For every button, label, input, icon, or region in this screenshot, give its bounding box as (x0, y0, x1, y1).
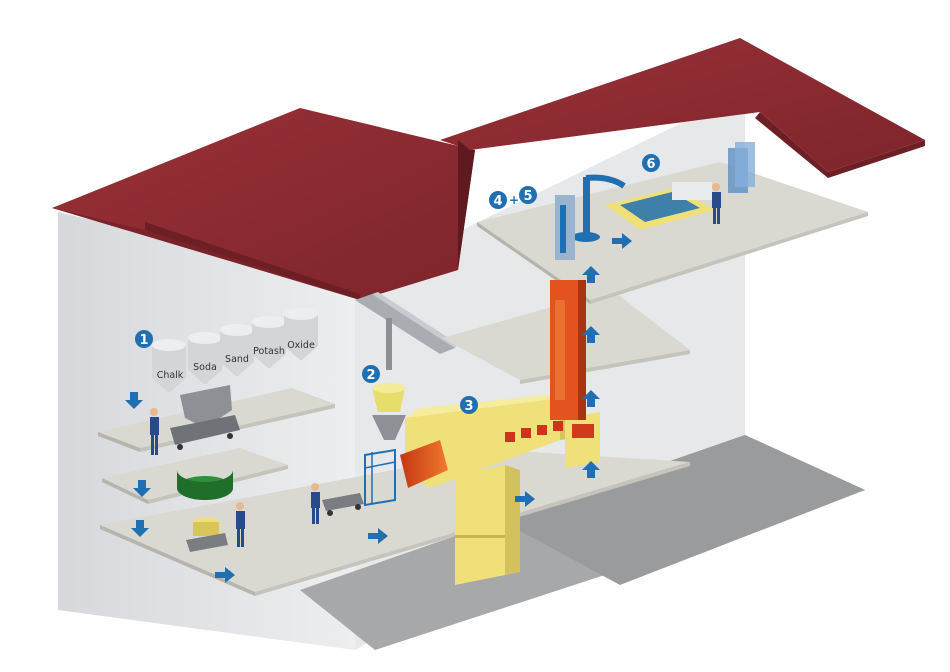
roof-left (52, 108, 475, 300)
cutting-equipment (555, 142, 755, 260)
silo: Soda (188, 332, 222, 384)
roof-gap-shadow (458, 140, 475, 270)
svg-text:4: 4 (493, 194, 502, 209)
silo: Chalk (152, 339, 186, 392)
svg-text:6: 6 (646, 157, 655, 172)
silo-label: Oxide (287, 340, 315, 351)
svg-text:1: 1 (139, 333, 148, 348)
silo: Oxide (284, 308, 318, 360)
flow-arrows (125, 233, 632, 583)
crane-bucket (372, 383, 406, 440)
silo-label: Chalk (157, 370, 184, 381)
step-badge: 2 (362, 365, 380, 383)
silo-label: Potash (253, 346, 285, 357)
empty-cart (322, 493, 364, 516)
arrow-right-icon (215, 567, 235, 583)
roof-right-edge (755, 112, 925, 178)
step-badge: 5 (519, 186, 537, 204)
crane-rail (355, 292, 458, 370)
arrow-down-icon (125, 392, 143, 409)
roof (52, 38, 925, 300)
step-badges: 1 2 3 4 + 5 6 (135, 154, 660, 414)
furnace-melt (400, 440, 448, 488)
batch-cart (186, 517, 228, 552)
cutting-floor (477, 162, 868, 300)
arrow-down-icon (131, 520, 149, 537)
roof-right (440, 38, 925, 172)
silo-label: Sand (225, 354, 249, 365)
arrow-up-icon (582, 390, 600, 407)
furnace (364, 392, 600, 585)
weighing-hopper (170, 385, 240, 450)
ground-shadow-dark (500, 435, 865, 585)
step-badge: 3 (460, 396, 478, 414)
floors (98, 162, 868, 596)
arrow-up-icon (582, 266, 600, 283)
silos: Chalk Soda Sand Potash Oxide (152, 308, 318, 392)
silo: Potash (252, 316, 286, 368)
worker (150, 408, 159, 455)
worker (712, 183, 721, 224)
step-badge: 6 (642, 154, 660, 172)
arrow-down-icon (133, 480, 151, 497)
step-badge: 4 (489, 191, 507, 209)
worker (311, 483, 320, 524)
svg-text:5: 5 (523, 189, 532, 204)
arrow-right-icon (368, 528, 388, 544)
arrow-up-icon (582, 326, 600, 343)
worker (236, 502, 245, 547)
mixer (177, 470, 233, 500)
arrow-right-icon (515, 491, 535, 507)
step-badge: 1 (135, 330, 153, 348)
roof-left-side (145, 222, 360, 300)
svg-text:2: 2 (366, 368, 375, 383)
step-joiner: + (509, 193, 519, 207)
silo: Sand (220, 324, 254, 376)
arrow-right-icon (612, 233, 632, 249)
ground-floor (100, 450, 690, 592)
workers (150, 183, 721, 547)
furnace-base (455, 465, 505, 585)
silo-label: Soda (193, 362, 217, 373)
svg-text:3: 3 (464, 399, 473, 414)
arrow-up-icon (582, 461, 600, 478)
lehr-shaft (550, 280, 586, 420)
mixer-floor (102, 448, 288, 500)
